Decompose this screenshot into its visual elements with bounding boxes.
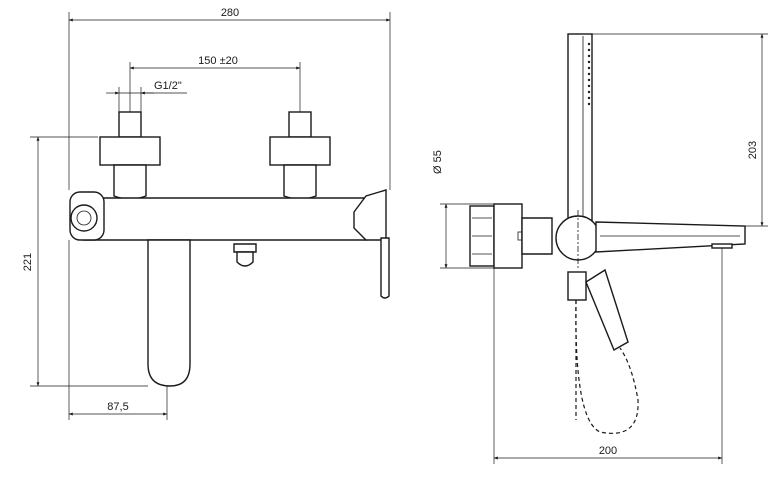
right-connection-stem [288, 111, 312, 138]
side-body [521, 217, 553, 255]
mixer-body [83, 197, 367, 241]
left-connection-stem [118, 111, 142, 138]
diverter-collar [233, 243, 257, 253]
spout-aerator [711, 243, 733, 249]
hose-swivel [585, 268, 629, 352]
side-spout [595, 221, 746, 253]
right-cover-nut [269, 136, 331, 166]
left-cover-nut [99, 136, 161, 166]
hand-shower [567, 33, 593, 233]
hose-connector [567, 271, 587, 301]
front-dimensions: 280 150 ±20 G1/2" 221 87,5 [22, 7, 391, 420]
dim-spout-projection: 87,5 [107, 401, 128, 413]
shower-hose [575, 299, 639, 434]
dim-depth: 200 [599, 445, 617, 457]
side-cover-nut [493, 203, 523, 269]
dim-overall-height: 221 [22, 253, 34, 271]
dim-diameter: Ø 55 [432, 150, 444, 174]
lever-handle [380, 237, 390, 299]
side-view [469, 33, 746, 434]
diverter-knob [236, 251, 254, 267]
dim-overall-width: 280 [221, 7, 239, 19]
dim-connection-spacing: 150 ±20 [198, 55, 238, 67]
front-view [69, 111, 390, 387]
side-dimensions: Ø 55 203 200 [432, 33, 768, 464]
shower-nozzles [587, 42, 591, 106]
dim-hand-shower-height: 203 [747, 141, 759, 159]
left-eccentric [113, 164, 147, 200]
dim-thread: G1/2" [154, 80, 182, 92]
shower-holder-hole [76, 210, 92, 226]
shower-holder-ring [70, 204, 98, 232]
spout [147, 239, 191, 387]
right-eccentric [283, 164, 317, 200]
